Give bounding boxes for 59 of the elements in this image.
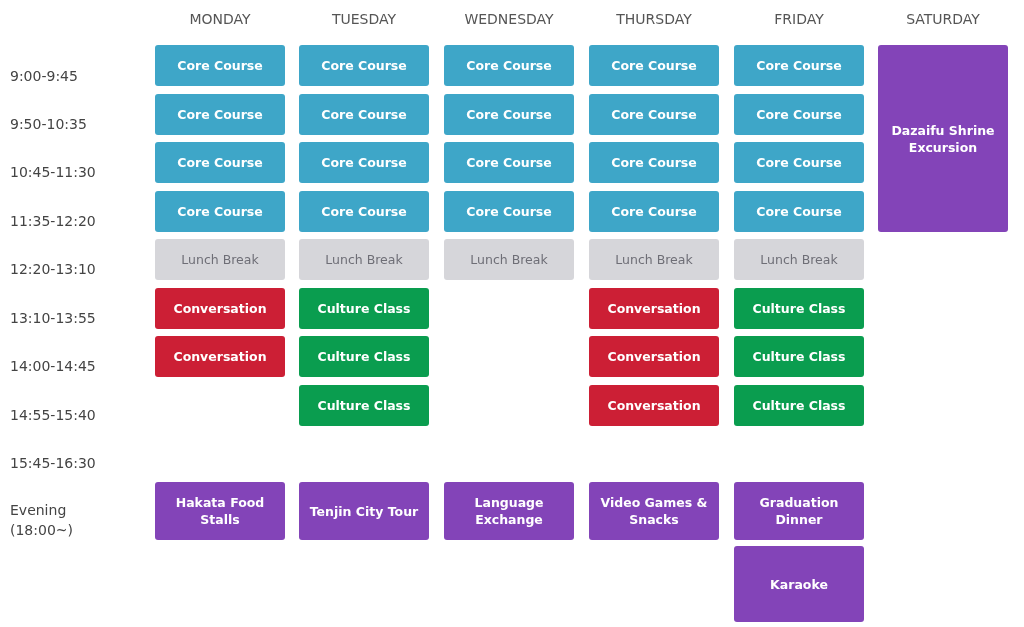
lunch-block: Lunch Break (444, 239, 574, 280)
excursion-block: Dazaifu Shrine Excursion (878, 45, 1008, 232)
culture-block: Culture Class (299, 385, 429, 426)
course-block: Core Course (444, 142, 574, 183)
time-label: 15:45-16:30 (10, 454, 97, 473)
course-block: Core Course (299, 94, 429, 135)
culture-block: Culture Class (734, 288, 864, 329)
evening-block: Video Games & Snacks (589, 482, 719, 540)
course-block: Core Course (444, 45, 574, 86)
course-block: Core Course (444, 94, 574, 135)
culture-block: Culture Class (734, 385, 864, 426)
course-block: Core Course (155, 45, 285, 86)
time-label: 14:55-15:40 (10, 406, 97, 425)
time-label: 9:00-9:45 (10, 67, 79, 86)
conversation-block: Conversation (589, 385, 719, 426)
time-label: 13:10-13:55 (10, 309, 97, 328)
conversation-block: Conversation (155, 336, 285, 377)
lunch-block: Lunch Break (589, 239, 719, 280)
conversation-block: Conversation (589, 288, 719, 329)
time-label: 11:35-12:20 (10, 212, 97, 231)
lunch-block: Lunch Break (734, 239, 864, 280)
evening-block: Tenjin City Tour (299, 482, 429, 540)
course-block: Core Course (589, 142, 719, 183)
time-label: 9:50-10:35 (10, 115, 88, 134)
lunch-block: Lunch Break (299, 239, 429, 280)
course-block: Core Course (589, 191, 719, 232)
course-block: Core Course (299, 45, 429, 86)
time-label: Evening (18:00~) (10, 501, 74, 540)
lunch-block: Lunch Break (155, 239, 285, 280)
time-label: 14:00-14:45 (10, 357, 97, 376)
day-header: THURSDAY (615, 11, 693, 27)
conversation-block: Conversation (589, 336, 719, 377)
course-block: Core Course (734, 191, 864, 232)
time-label: 12:20-13:10 (10, 260, 97, 279)
day-header: SATURDAY (905, 11, 981, 27)
day-header: MONDAY (188, 11, 252, 27)
course-block: Core Course (155, 142, 285, 183)
culture-block: Culture Class (734, 336, 864, 377)
evening-block: Graduation Dinner (734, 482, 864, 540)
day-header: TUESDAY (330, 11, 398, 27)
day-header: FRIDAY (773, 11, 825, 27)
day-header: WEDNESDAY (463, 11, 555, 27)
course-block: Core Course (444, 191, 574, 232)
course-block: Core Course (589, 45, 719, 86)
evening-block: Hakata Food Stalls (155, 482, 285, 540)
culture-block: Culture Class (299, 288, 429, 329)
course-block: Core Course (734, 142, 864, 183)
course-block: Core Course (299, 191, 429, 232)
course-block: Core Course (589, 94, 719, 135)
culture-block: Culture Class (299, 336, 429, 377)
course-block: Core Course (299, 142, 429, 183)
course-block: Core Course (155, 94, 285, 135)
evening-block: Language Exchange (444, 482, 574, 540)
course-block: Core Course (155, 191, 285, 232)
evening-block: Karaoke (734, 546, 864, 622)
course-block: Core Course (734, 45, 864, 86)
course-block: Core Course (734, 94, 864, 135)
time-label: 10:45-11:30 (10, 163, 97, 182)
conversation-block: Conversation (155, 288, 285, 329)
